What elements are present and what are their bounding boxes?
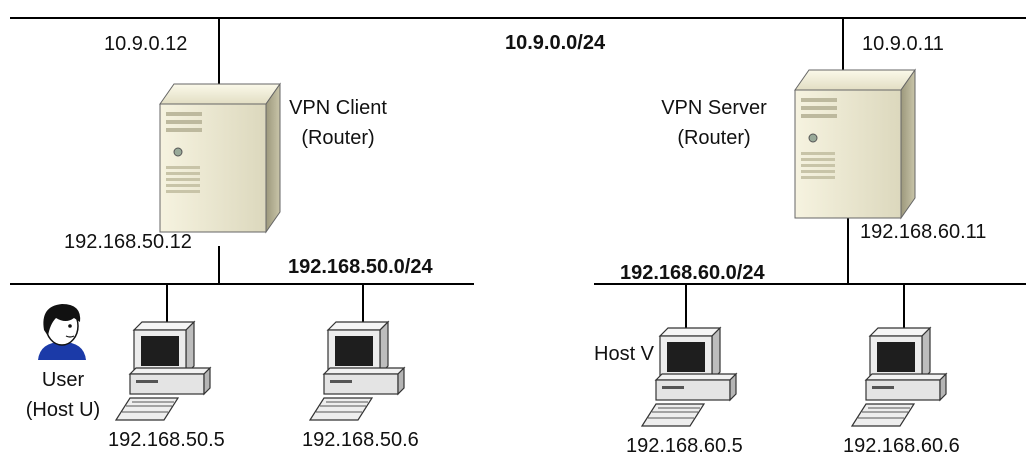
vpn-client-role: (Router) bbox=[301, 127, 375, 149]
vpn-server-name: VPN Server bbox=[661, 97, 767, 119]
host-606-ip: 192.168.60.6 bbox=[843, 435, 960, 457]
host-506-ip: 192.168.50.6 bbox=[302, 429, 419, 451]
host-u-computer-icon bbox=[115, 321, 211, 421]
host-u-label-line2: (Host U) bbox=[25, 399, 101, 421]
network-devices bbox=[115, 69, 947, 427]
server-lan-label: 192.168.60.0/24 bbox=[620, 262, 765, 284]
user-icon bbox=[38, 304, 86, 360]
network-lines bbox=[10, 17, 1026, 334]
host-u-ip: 192.168.50.5 bbox=[108, 429, 225, 451]
host-606-computer-icon bbox=[851, 327, 947, 427]
vpn-server-role: (Router) bbox=[677, 127, 751, 149]
host-506-computer-icon bbox=[309, 321, 405, 421]
host-v-computer-icon bbox=[641, 327, 737, 427]
vpn-client-inner-ip: 192.168.50.12 bbox=[64, 231, 192, 253]
vpn-network-label: 10.9.0.0/24 bbox=[505, 32, 606, 54]
host-v-label: Host V bbox=[594, 343, 655, 365]
client-lan-label: 192.168.50.0/24 bbox=[288, 256, 433, 278]
vpn-client-server-icon bbox=[159, 83, 281, 233]
vpn-client-name: VPN Client bbox=[289, 97, 387, 119]
vpn-client-outer-ip: 10.9.0.12 bbox=[104, 33, 188, 55]
host-v-ip: 192.168.60.5 bbox=[626, 435, 743, 457]
vpn-server-server-icon bbox=[794, 69, 916, 219]
vpn-server-outer-ip: 10.9.0.11 bbox=[862, 33, 944, 55]
vpn-server-inner-ip: 192.168.60.11 bbox=[860, 221, 987, 243]
host-u-label-line1: User bbox=[41, 369, 85, 391]
